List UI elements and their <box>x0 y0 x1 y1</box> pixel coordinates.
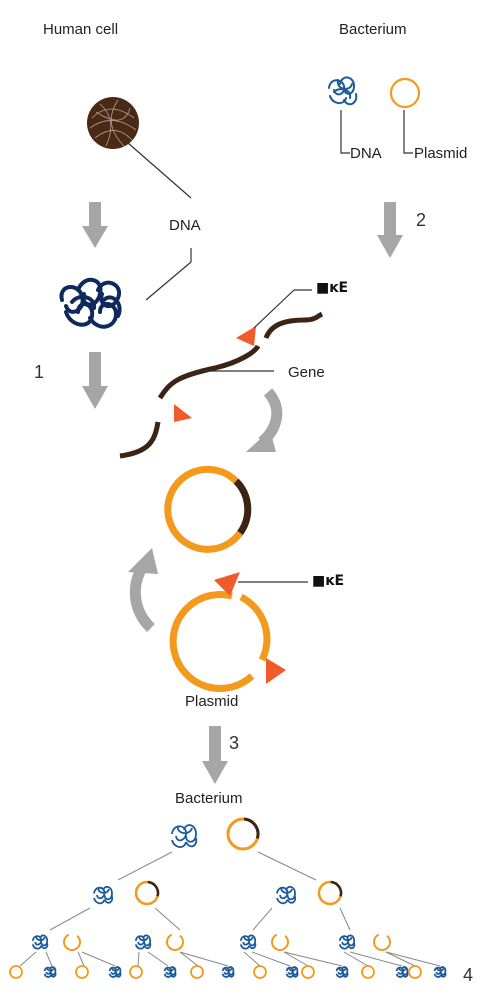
human-dna-ball-icon <box>87 97 139 149</box>
human-cell-label: Human cell <box>43 21 119 38</box>
connector-line <box>147 951 169 967</box>
bacterial-plasmid-icon <box>361 965 375 979</box>
connector-line <box>385 951 416 967</box>
step-4-number: 4 <box>463 965 474 985</box>
bacterial-plasmid-icon <box>373 933 391 951</box>
bacterial-dna-icon <box>171 824 198 848</box>
connector-line <box>257 851 317 881</box>
connector-line <box>137 951 140 967</box>
dna-strand <box>119 311 324 459</box>
connector-line <box>252 907 273 931</box>
enzyme-cut-icon <box>214 572 240 596</box>
gene-label: Gene <box>288 364 325 381</box>
bacterial-dna-icon <box>285 966 299 978</box>
connector-line <box>19 951 37 967</box>
enzyme-cut-icon <box>236 326 256 346</box>
connector-line <box>117 851 173 881</box>
connector-line <box>81 951 116 967</box>
bacterial-dna-icon <box>328 76 358 106</box>
connector-line <box>179 951 229 967</box>
bacterial-plasmid-icon <box>301 965 315 979</box>
step-2-number: 2 <box>416 210 427 230</box>
connector-line <box>154 907 181 931</box>
dna-label: DNA <box>169 217 201 234</box>
extracted-dna-icon <box>59 278 122 329</box>
gene-segment <box>330 880 343 897</box>
bacterial-dna-icon <box>134 934 152 950</box>
recombinant-plasmid-icon <box>164 465 252 553</box>
bacterial-plasmid-label: Plasmid <box>414 145 468 162</box>
connector-line <box>403 110 413 154</box>
bacterium-top-label: Bacterium <box>339 21 407 38</box>
gene-segment <box>147 880 160 897</box>
bacterial-dna-icon <box>43 966 57 978</box>
bacterial-plasmid-icon <box>129 965 143 979</box>
process-arrow-icon <box>377 202 403 258</box>
connector-line <box>49 907 91 931</box>
connector-line <box>145 261 192 301</box>
gene-segment <box>243 817 260 839</box>
bacterial-dna-icon <box>276 885 297 905</box>
connector-line <box>251 951 291 967</box>
bacterial-dna-label: DNA <box>350 145 382 162</box>
bacterial-plasmid-icon <box>9 965 23 979</box>
connector-line <box>340 110 350 154</box>
bacterial-plasmid-icon <box>271 933 289 951</box>
bacterium-bottom-label: Bacterium <box>175 790 243 807</box>
connector-line <box>343 951 369 967</box>
bacterial-plasmid-icon <box>253 965 267 979</box>
step-1-number: 1 <box>34 362 45 382</box>
restriction-enzyme-label: ■ĸE <box>316 280 349 296</box>
connector-line <box>127 142 192 199</box>
bacterial-dna-icon <box>93 885 114 905</box>
bacterial-dna-icon <box>163 966 177 978</box>
bacterial-dna-icon <box>239 934 257 950</box>
process-arrow-icon <box>82 352 108 409</box>
connector-line <box>283 951 309 967</box>
connector-line <box>77 951 85 967</box>
process-arrow-icon <box>128 548 158 574</box>
connector-line <box>283 951 343 967</box>
connector-line <box>253 289 295 329</box>
bacterial-plasmid-icon <box>408 965 422 979</box>
bacterial-plasmid-icon <box>389 77 421 109</box>
connector-line <box>45 951 53 967</box>
enzyme-cut-icon <box>174 404 192 422</box>
bacterial-dna-icon <box>221 966 235 978</box>
process-arrow-icon <box>246 430 276 452</box>
connector-line <box>179 951 199 967</box>
bacterial-division-tree <box>9 817 447 979</box>
process-arrow-icon <box>82 202 108 248</box>
connector-line <box>385 951 441 967</box>
bacterial-plasmid-icon <box>63 933 81 951</box>
bacterial-dna-icon <box>338 934 356 950</box>
restriction-enzyme-label: ■ĸE <box>312 573 345 589</box>
bacterial-dna-icon <box>108 966 122 978</box>
bacterial-dna-icon <box>31 934 49 950</box>
enzyme-cut-icon <box>266 658 286 684</box>
bacterial-dna-icon <box>335 966 349 978</box>
connector-line <box>349 951 403 967</box>
process-arrow-icon <box>129 565 156 632</box>
process-arrow-icon <box>202 726 228 784</box>
bacterial-dna-icon <box>433 966 447 978</box>
bacterial-dna-icon <box>395 966 409 978</box>
bacterial-plasmid-icon <box>75 965 89 979</box>
cut-plasmid-icon <box>169 572 286 692</box>
connector-line <box>339 907 351 931</box>
step-3-number: 3 <box>229 733 240 753</box>
connector-line <box>243 951 261 967</box>
bacterial-plasmid-icon <box>190 965 204 979</box>
bacterial-plasmid-icon <box>166 933 184 951</box>
plasmid-label: Plasmid <box>185 693 239 710</box>
